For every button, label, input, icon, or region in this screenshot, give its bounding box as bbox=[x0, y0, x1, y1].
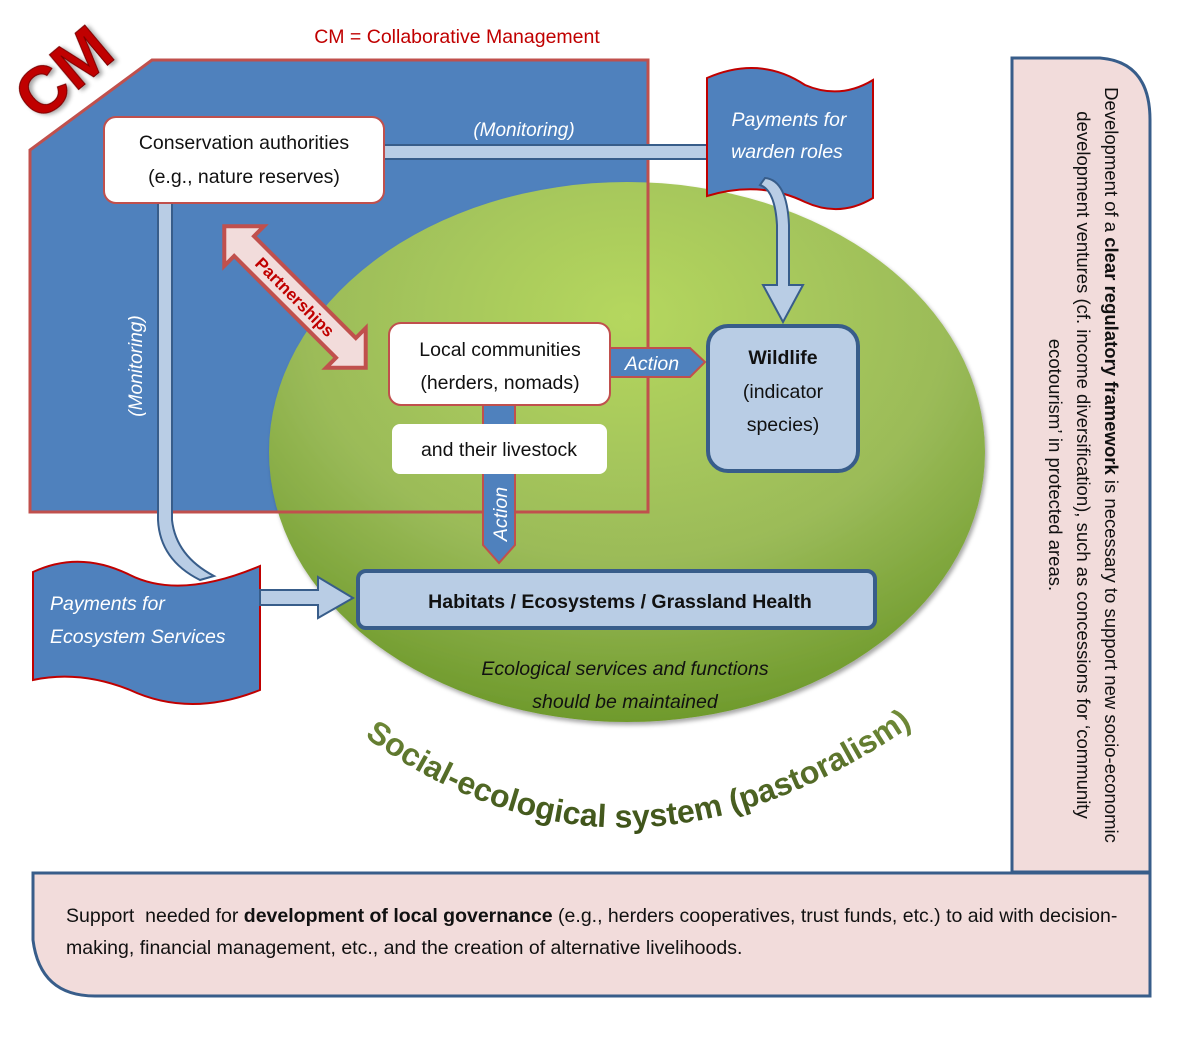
action-right-label: Action bbox=[624, 353, 679, 375]
action-right-arrow bbox=[609, 347, 707, 378]
warden-flag-line1: Payments for bbox=[732, 109, 848, 131]
bottom-panel-bold: development of local governance bbox=[243, 905, 553, 927]
cm-definition: CM = Collaborative Management bbox=[314, 26, 600, 48]
right-panel-prefix: Development of a bbox=[1101, 87, 1122, 238]
action-down-label: Action bbox=[490, 487, 512, 542]
ecological-note-line2: should be maintained bbox=[532, 691, 719, 713]
right-panel-text: Development of a clear regulatory framew… bbox=[1041, 80, 1125, 850]
conservation-authorities-box[interactable] bbox=[103, 116, 385, 204]
right-panel-bold: clear regulatory framework bbox=[1101, 237, 1122, 475]
livestock-box[interactable] bbox=[392, 424, 607, 474]
local-communities-line1: Local communities bbox=[419, 339, 581, 361]
bottom-panel bbox=[31, 871, 1152, 998]
bottom-panel-suffix: (e.g., herders cooperatives, trust funds… bbox=[66, 905, 1118, 959]
wildlife-box[interactable] bbox=[706, 324, 860, 473]
ecosystem-flag-line1: Payments for bbox=[50, 593, 166, 615]
livestock-label: and their livestock bbox=[421, 439, 577, 461]
cm-region-border-overlay bbox=[270, 60, 650, 514]
bottom-panel-prefix: Support needed for bbox=[66, 905, 244, 927]
ecosystem-flag-line2: Ecosystem Services bbox=[50, 626, 226, 648]
monitoring-vertical-label: (Monitoring) bbox=[126, 315, 147, 416]
bottom-panel-text: Support needed for development of local … bbox=[66, 900, 1136, 964]
wildlife-line3: species) bbox=[747, 414, 820, 436]
warden-to-wildlife-arrow bbox=[758, 176, 805, 325]
monitoring-horizontal-label: (Monitoring) bbox=[473, 120, 574, 141]
right-panel bbox=[1010, 56, 1152, 874]
local-communities-line2: (herders, nomads) bbox=[420, 372, 579, 394]
ecosystem-to-habitats-arrow bbox=[259, 575, 355, 620]
monitoring-horizontal-connector bbox=[383, 144, 710, 160]
ecological-note-line1: Ecological services and functions bbox=[481, 658, 768, 680]
right-panel-text-container: Development of a clear regulatory framew… bbox=[1018, 70, 1148, 860]
warden-flag-line2: warden roles bbox=[731, 141, 843, 163]
habitats-label: Habitats / Ecosystems / Grassland Health bbox=[428, 591, 812, 613]
monitoring-vertical-connector bbox=[157, 199, 217, 582]
wildlife-title: Wildlife bbox=[748, 347, 817, 369]
conservation-authorities-line1: Conservation authorities bbox=[139, 132, 350, 154]
habitats-box[interactable] bbox=[356, 569, 877, 630]
ecosystem-payment-flag[interactable] bbox=[32, 560, 261, 705]
social-ecological-ellipse bbox=[269, 182, 985, 722]
conservation-authorities-line2: (e.g., nature reserves) bbox=[148, 166, 340, 188]
wildlife-line2: (indicator bbox=[743, 381, 824, 403]
warden-payment-flag[interactable] bbox=[706, 67, 874, 211]
